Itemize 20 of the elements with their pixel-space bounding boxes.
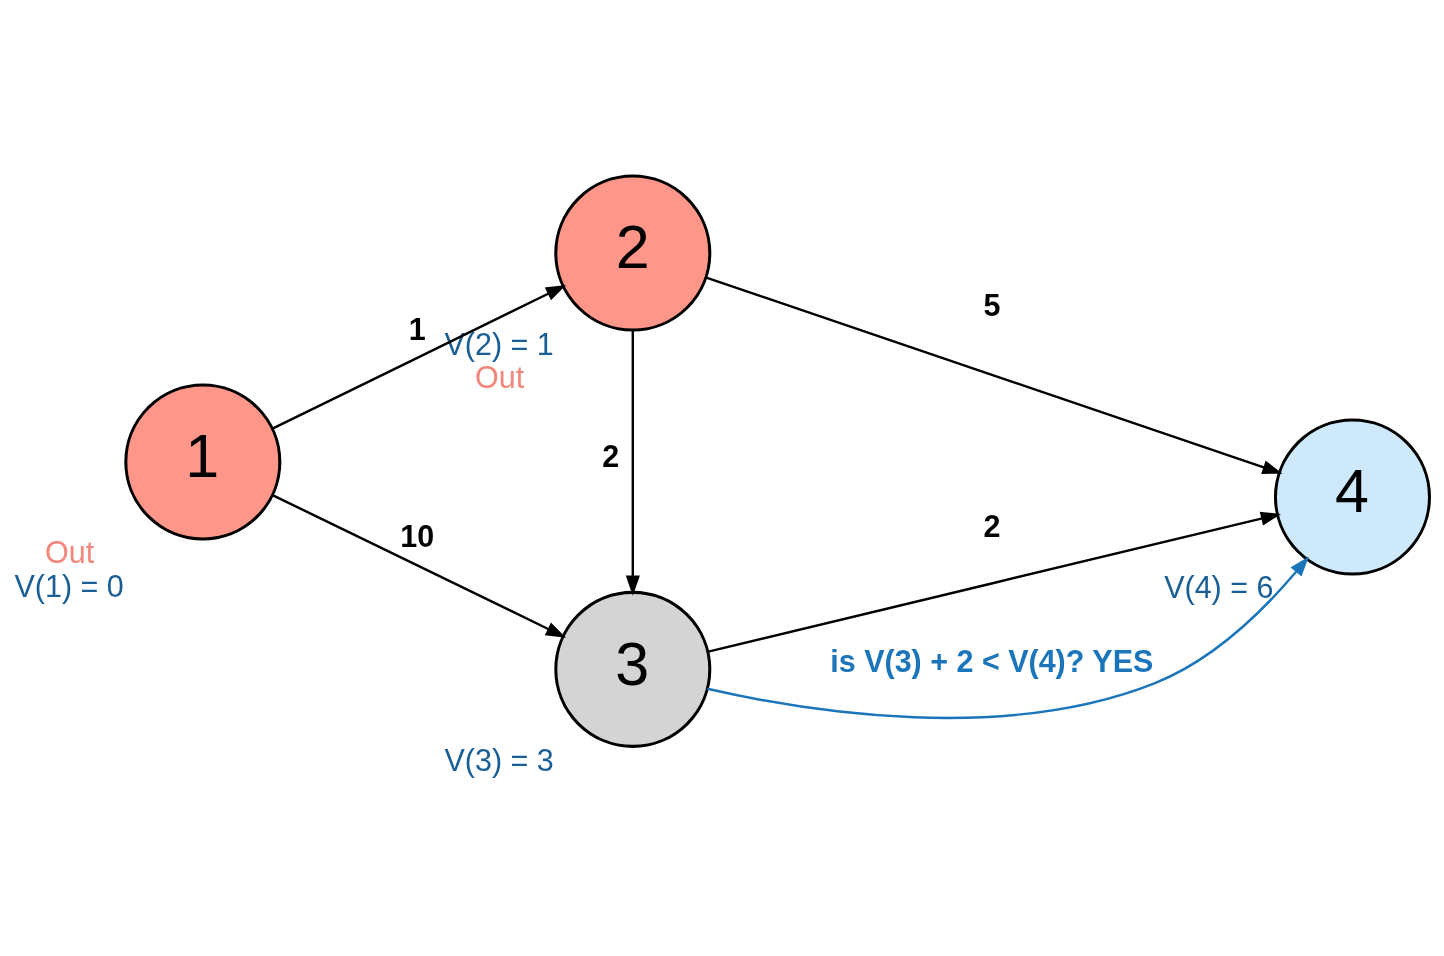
edge-label: 5 [983,287,1001,322]
edge-label: 10 [400,519,435,554]
edge-label: 2 [983,508,1001,543]
edge-label: 1 [408,312,426,347]
arrow [705,276,1283,474]
edge-label: 2 [602,439,620,474]
node-label: V(4) = 6 [1164,570,1274,605]
arrow [625,330,640,596]
node-circle: 3 [554,590,712,748]
edge-label: is V(3) + 2 < V(4)? YES [830,644,1154,679]
arrow [707,556,1309,720]
arrow [708,511,1281,653]
node-label: Out [45,535,95,570]
arrow [271,494,566,638]
node-circle: 2 [554,174,712,332]
node-label: V(3) = 3 [444,742,554,777]
node-label: V(1) = 0 [14,568,124,603]
arrow [271,285,566,430]
node-label: V(2) = 1 [444,326,554,361]
node-circle: 1 [124,383,282,541]
